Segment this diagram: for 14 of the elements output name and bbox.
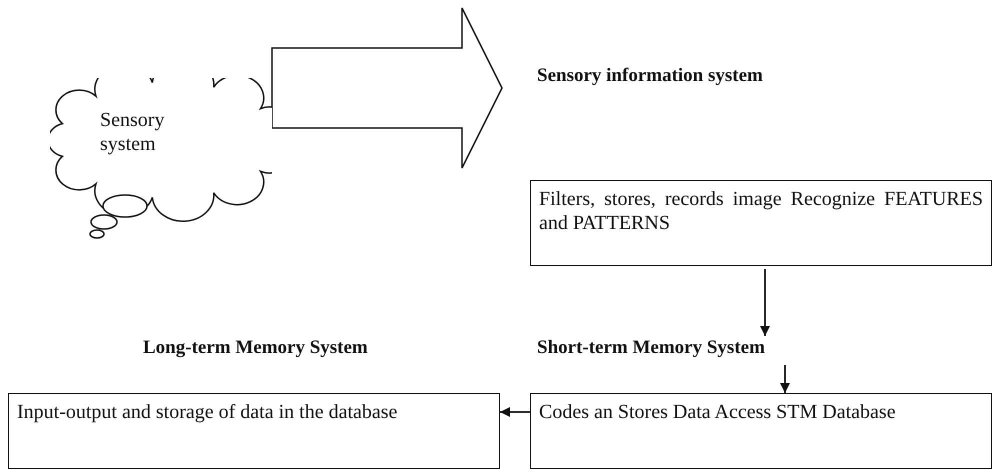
- cloud-label: Sensory system: [100, 108, 166, 156]
- section-heading: Long-term Memory System: [143, 336, 368, 360]
- arrow: [780, 365, 790, 393]
- process-box: [530, 180, 992, 266]
- process-box: [8, 393, 500, 469]
- box-text: Filters, stores, records image Recognize FEATURES and PATTERNS: [539, 187, 983, 235]
- block-arrow: [271, 7, 503, 169]
- box-text: Codes an Stores Data Access STM Database: [539, 400, 897, 424]
- arrow: [500, 407, 530, 417]
- section-heading: Sensory information system: [537, 64, 763, 88]
- arrow: [760, 269, 770, 336]
- process-box: [530, 393, 992, 469]
- section-heading: Short-term Memory System: [537, 336, 765, 360]
- box-text: Input-output and storage of data in the database: [17, 400, 398, 424]
